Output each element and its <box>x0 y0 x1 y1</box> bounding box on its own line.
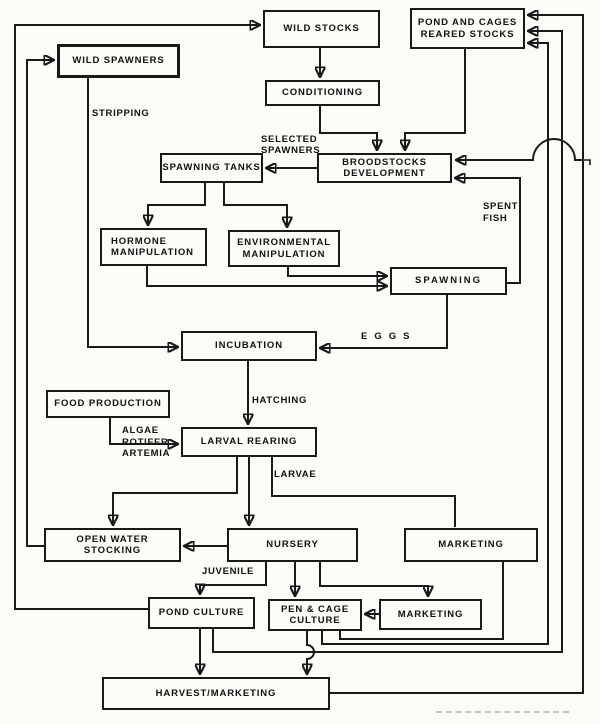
label-selected-spawners: SELECTED SPAWNERS <box>261 134 321 156</box>
edge-pond-culture-to-wild-stocks <box>14 25 260 610</box>
node-pond-culture: POND CULTURE <box>148 597 255 629</box>
scan-artifact-dashes <box>436 711 569 713</box>
edge-nursery-to-pond-culture-juvenile <box>200 562 267 594</box>
label-live-feeds: ALGAE ROTIFER ARTEMIA <box>122 425 171 459</box>
edge-spawning-to-broodstocks-spent-fish <box>455 178 521 284</box>
label-juvenile: JUVENILE <box>202 566 255 577</box>
node-wild-stocks: WILD STOCKS <box>263 10 380 48</box>
edge-tanks-to-hormone <box>148 183 206 225</box>
node-spawning: SPAWNING <box>390 267 507 295</box>
edge-food-to-larval-feeds <box>109 418 178 444</box>
label-stripping: STRIPPING <box>92 108 150 119</box>
edge-wild-spawners-to-incubation-stripping <box>87 78 178 347</box>
edge-harvest-branch-to-broodstocks <box>456 138 583 160</box>
node-wild-spawners: WILD SPAWNERS <box>57 44 180 78</box>
node-nursery: NURSERY <box>227 528 358 562</box>
node-open-water-stocking: OPEN WATER STOCKING <box>44 528 181 562</box>
edge-pond-cages-to-broodstocks <box>405 49 466 150</box>
edge-larval-to-marketing-upper-larvae <box>271 457 456 527</box>
node-harvest-marketing: HARVEST/MARKETING <box>102 677 330 710</box>
node-broodstocks-development: BROODSTOCKS DEVELOPMENT <box>317 153 452 183</box>
edge-nursery-to-marketing-lower <box>319 562 428 596</box>
node-incubation: INCUBATION <box>181 331 317 361</box>
edge-environmental-to-spawning <box>287 267 387 276</box>
edge-harvest-to-pond-cages-feedback <box>330 15 584 694</box>
label-larvae: LARVAE <box>274 469 317 480</box>
edge-tanks-to-environmental <box>223 183 287 227</box>
label-spent-fish: SPENT FISH <box>483 201 519 224</box>
node-spawning-tanks: SPAWNING TANKS <box>160 153 263 183</box>
edge-open-water-to-wild-spawners <box>26 60 54 547</box>
node-larval-rearing: LARVAL REARING <box>181 427 317 457</box>
edge-pond-culture-to-pond-cages-feedback <box>212 31 563 653</box>
node-marketing-lower: MARKETING <box>379 599 482 630</box>
label-hatching: HATCHING <box>252 395 308 406</box>
node-food-production: FOOD PRODUCTION <box>46 390 170 418</box>
edge-marketing-upper-to-pen-cage <box>339 562 504 640</box>
label-eggs: EGGS <box>361 331 417 342</box>
node-environmental-manipulation: ENVIRONMENTAL MANIPULATION <box>228 230 340 267</box>
node-pond-and-cages-reared-stocks: POND AND CAGES REARED STOCKS <box>410 8 525 49</box>
node-hormone-manipulation: HORMONE MANIPULATION <box>100 228 207 266</box>
node-pen-and-cage-culture: PEN & CAGE CULTURE <box>268 599 362 631</box>
node-conditioning: CONDITIONING <box>265 80 380 106</box>
edge-larval-to-open-water <box>113 457 238 525</box>
edge-pen-cage-to-pond-cages-feedback <box>321 43 549 645</box>
edge-hormone-to-spawning <box>146 266 387 286</box>
edge-broodstocks-branch-stub <box>583 159 591 165</box>
edge-spawning-to-incubation-eggs <box>320 295 448 348</box>
node-marketing-upper: MARKETING <box>404 528 538 562</box>
edge-conditioning-to-broodstocks <box>319 106 377 150</box>
